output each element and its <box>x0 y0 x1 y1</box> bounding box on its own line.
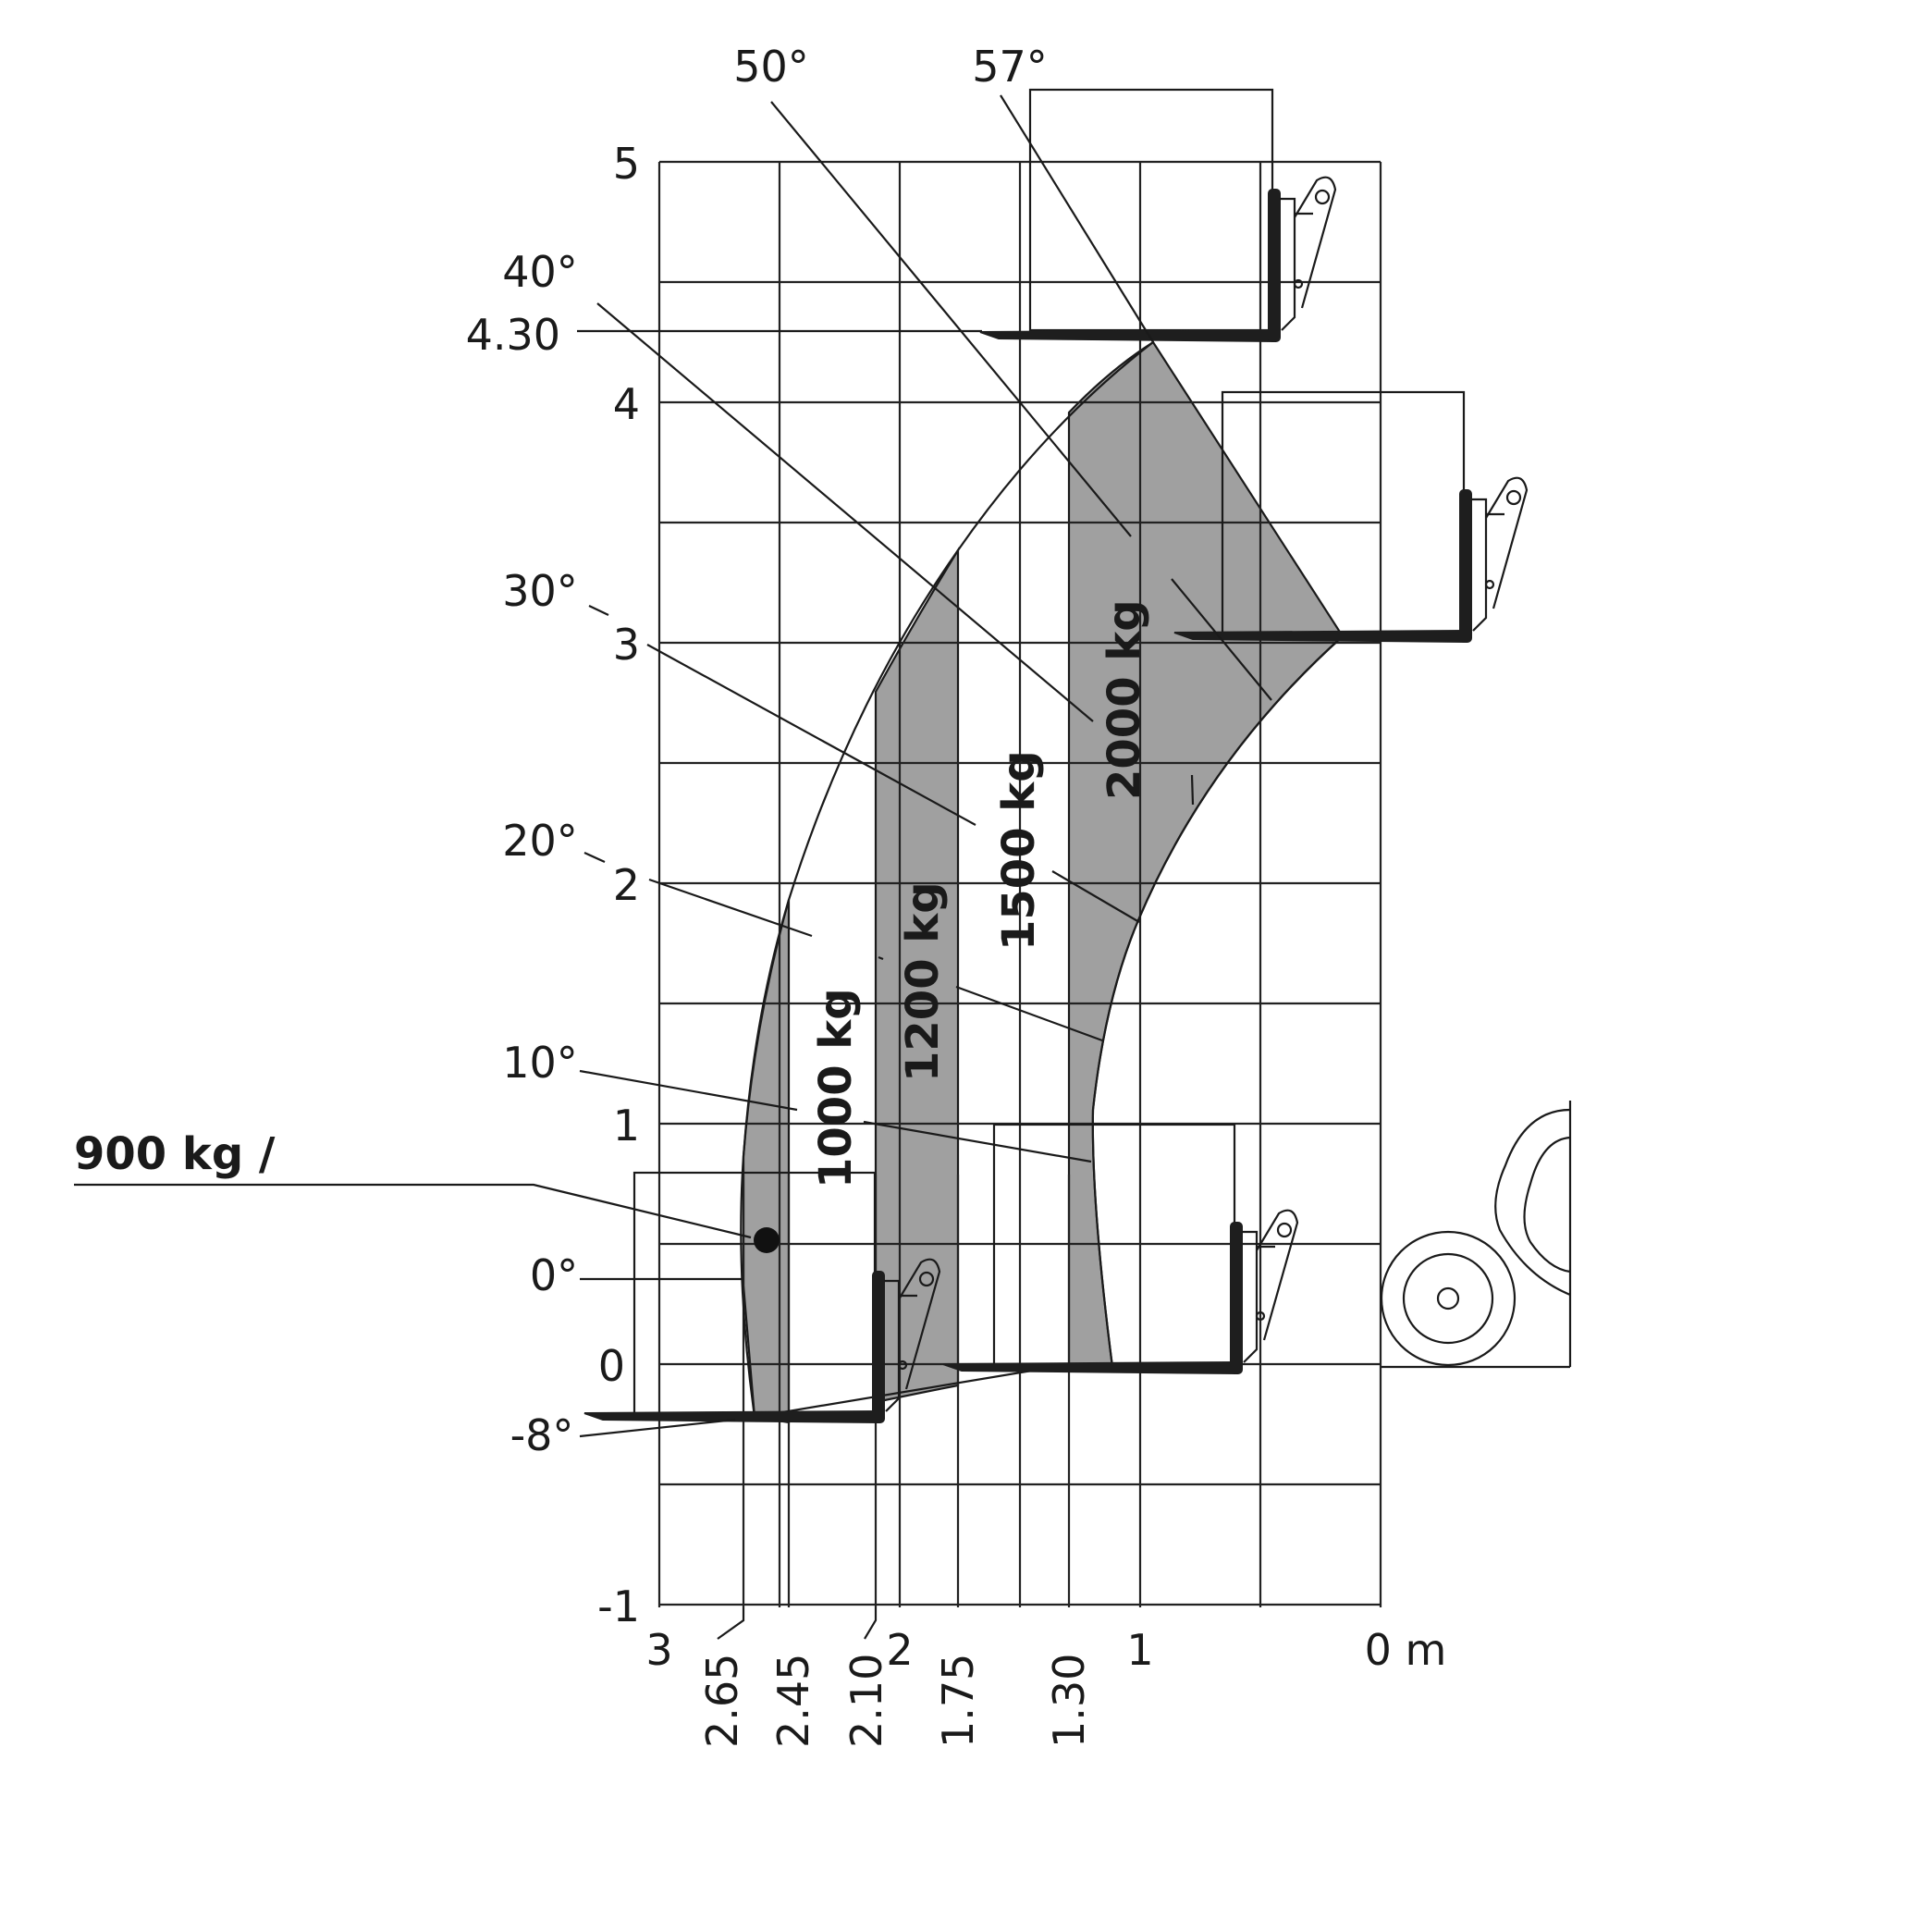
fork-right-shank <box>1459 489 1472 643</box>
y-tick-2: 2 <box>613 860 640 910</box>
angle-label-50: 50° <box>733 42 809 92</box>
fork-middle-carriage <box>1242 1230 1259 1363</box>
fork-right-pin-top <box>1505 489 1522 506</box>
angle-line-10a <box>579 1069 798 1112</box>
angle-line-20c <box>878 955 884 961</box>
fork-top-arm <box>1294 176 1337 309</box>
angle-label-10: 10° <box>502 1038 578 1088</box>
angle-line-30a <box>588 605 609 616</box>
y-tick-4: 4 <box>613 379 640 429</box>
inner-envelope-curve <box>1091 635 1344 1368</box>
angle-line-30c <box>1051 870 1140 923</box>
grid <box>657 160 1382 1607</box>
machine-cab-outer <box>1494 1108 1571 1297</box>
zone-label-1200-kg: 1200 kg <box>897 881 949 1082</box>
outer-envelope-curve <box>740 341 1154 1418</box>
point-load-label: 900 kg / <box>74 1128 276 1180</box>
fork-left-pin-top <box>918 1271 935 1287</box>
lower-envelope-line <box>754 1363 1066 1419</box>
fork-middle-arm <box>1256 1209 1299 1341</box>
fork-top-shank <box>1268 189 1281 342</box>
reach-leaders <box>717 1607 878 1640</box>
y-tick-minus1: -1 <box>597 1581 640 1631</box>
fork-left-carriage <box>884 1279 901 1412</box>
x-tick-3: 3 <box>645 1625 672 1675</box>
forks <box>583 176 1529 1424</box>
zone-1000-kg <box>742 899 791 1424</box>
angle-label-30: 30° <box>502 566 578 616</box>
fork-top-pin-top <box>1314 189 1331 205</box>
reach-mark-2-10: 2.10 <box>841 1654 891 1748</box>
fork-top-tine <box>979 328 1275 343</box>
angle-leader-lines <box>74 94 1272 1438</box>
reach-mark-2-45: 2.45 <box>768 1654 818 1748</box>
fork-top <box>979 176 1337 343</box>
angle-label-40: 40° <box>502 247 578 297</box>
fork-middle-pin-top <box>1276 1222 1293 1238</box>
angle-line-40a <box>596 302 1094 722</box>
max-height-label: 4.30 <box>466 310 560 360</box>
reach-mark-2-65: 2.65 <box>697 1654 747 1748</box>
x-tick-1: 1 <box>1126 1625 1153 1675</box>
zone-2000-kg <box>1067 340 1345 1369</box>
point-load-marker <box>754 1227 780 1253</box>
x-tick-0: 0 m <box>1365 1625 1447 1675</box>
fork-top-carriage <box>1280 197 1296 331</box>
angle-line-20a <box>583 851 606 864</box>
zone-label-1500-kg: 1500 kg <box>993 750 1045 951</box>
machine-outline <box>1380 1101 1572 1369</box>
load-box-top <box>1028 88 1274 332</box>
labels: 5 4 3 2 1 0 -1 4.30 3 2 1 0 m 2.65 2.45 … <box>74 42 1446 1748</box>
angle-label-minus8: -8° <box>510 1410 574 1460</box>
fork-right-pin-low <box>1484 579 1495 590</box>
fork-left <box>583 1258 941 1424</box>
angle-line-40b <box>1190 774 1195 806</box>
angle-line-20b <box>648 878 813 938</box>
y-tick-5: 5 <box>613 139 640 189</box>
angle-line-10b <box>863 1120 1092 1163</box>
angle-line-minus8 <box>579 1418 736 1438</box>
y-tick-0: 0 <box>598 1341 625 1391</box>
fork-right <box>1173 476 1529 644</box>
fork-right-carriage <box>1471 498 1488 632</box>
y-tick-3: 3 <box>613 620 640 670</box>
angle-line-50a <box>770 101 1132 537</box>
reach-mark-1-30: 1.30 <box>1044 1654 1094 1748</box>
reach-mark-1-75: 1.75 <box>933 1654 983 1748</box>
load-box-middle <box>992 1123 1236 1368</box>
y-tick-1: 1 <box>613 1101 640 1151</box>
fork-top-pin-low <box>1293 278 1304 289</box>
fork-left-shank <box>872 1271 885 1423</box>
wheel-outer <box>1380 1230 1517 1367</box>
angle-line-57 <box>1000 94 1154 343</box>
fork-middle-pin-low <box>1255 1311 1266 1322</box>
fork-left-pin-low <box>897 1360 908 1371</box>
zone-label-1000-kg: 1000 kg <box>810 988 862 1188</box>
angle-label-0: 0° <box>530 1250 578 1300</box>
point-load-leader <box>74 1183 752 1239</box>
fork-left-arm <box>898 1258 941 1390</box>
wheel-hub <box>1436 1286 1460 1311</box>
angle-label-20: 20° <box>502 816 578 866</box>
fork-middle <box>942 1209 1299 1375</box>
machine-cab-inner <box>1523 1136 1571 1274</box>
boundary-curves <box>740 341 1344 1419</box>
angle-line-30b <box>646 644 976 826</box>
fork-middle-tine <box>942 1360 1237 1375</box>
fork-right-arm <box>1485 476 1529 609</box>
angle-line-50b <box>1171 578 1272 701</box>
wheel-inner <box>1402 1252 1494 1345</box>
x-tick-2: 2 <box>886 1625 913 1675</box>
angle-line-20d <box>955 985 1103 1042</box>
zone-label-2000-kg: 2000 kg <box>1099 599 1150 800</box>
fork-middle-shank <box>1230 1222 1243 1374</box>
angle-label-57: 57° <box>972 42 1048 92</box>
